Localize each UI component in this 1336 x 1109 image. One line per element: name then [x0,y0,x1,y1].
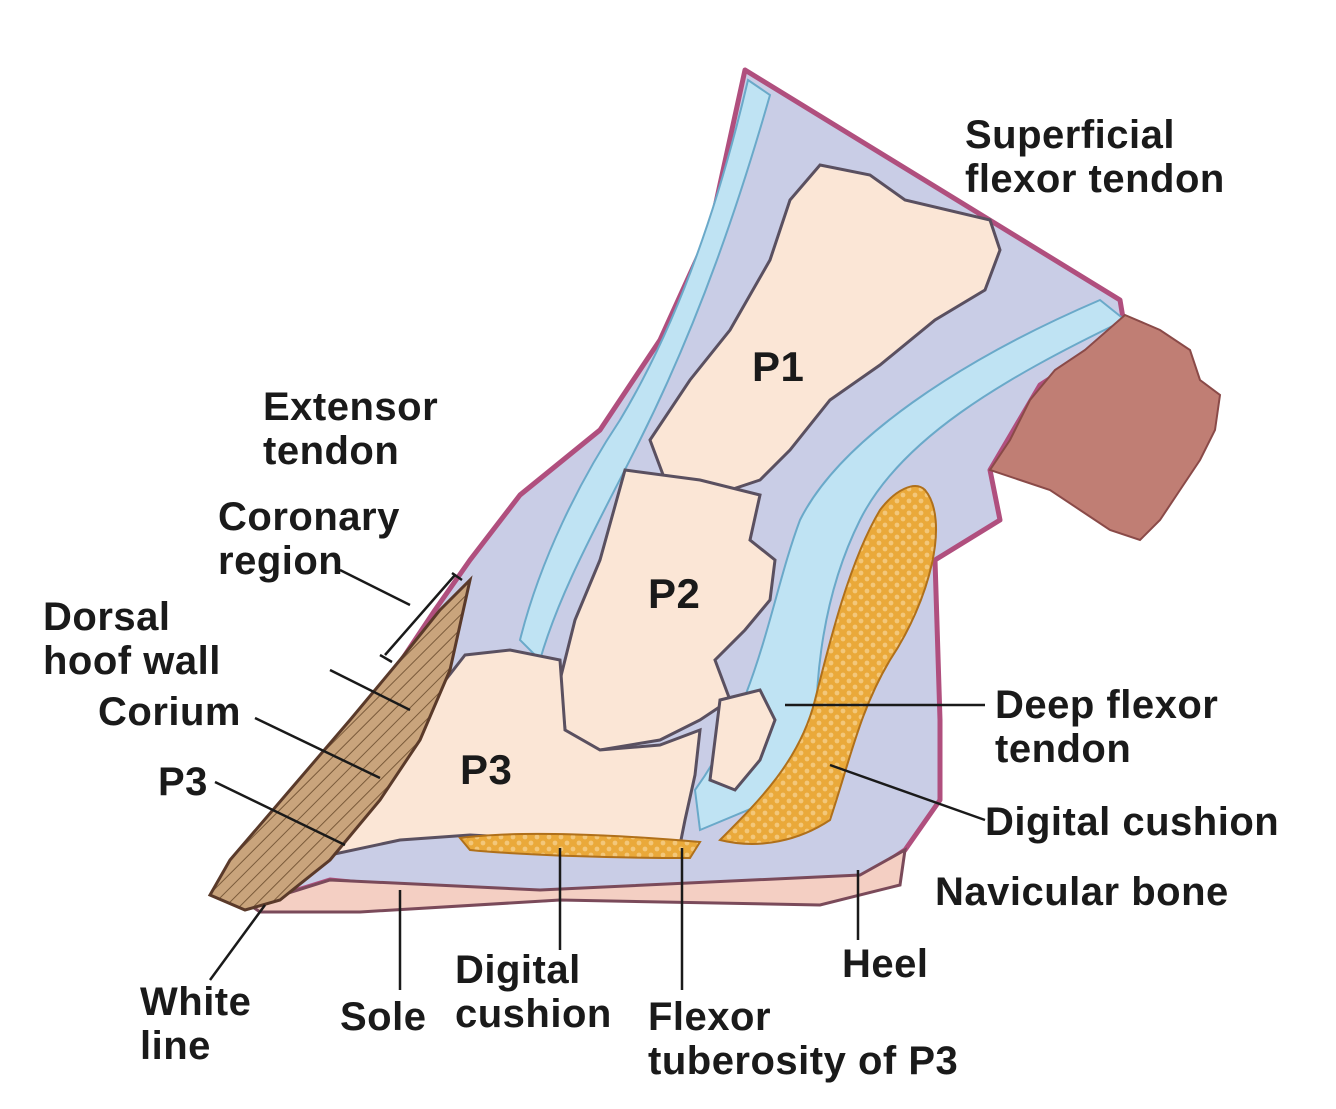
superficial-flexor-tendon-label: Superficial flexor tendon [965,113,1225,201]
p3-pointer-label: P3 [158,760,208,804]
digital-cushion-right-label: Digital cushion [985,800,1279,844]
white-line-leader [210,905,265,980]
p1-label: P1 [752,345,804,389]
p2-label: P2 [648,572,700,616]
p3-label: P3 [460,748,512,792]
flexor-tuberosity-label: Flexor tuberosity of P3 [648,995,958,1083]
dorsal-hoof-wall-label: Dorsal hoof wall [43,595,221,683]
deep-flexor-tendon-label: Deep flexor tendon [995,683,1218,771]
corium-label: Corium [98,690,241,734]
white-line-label: White line [140,980,251,1068]
extensor-tendon-label: Extensor tendon [263,385,438,473]
sole-label: Sole [340,995,426,1039]
navicular-bone-label: Navicular bone [935,870,1229,914]
heel-label: Heel [842,942,929,986]
coronary-region-label: Coronary region [218,495,400,583]
digital-cushion-bottom-label: Digital cushion [455,948,612,1036]
